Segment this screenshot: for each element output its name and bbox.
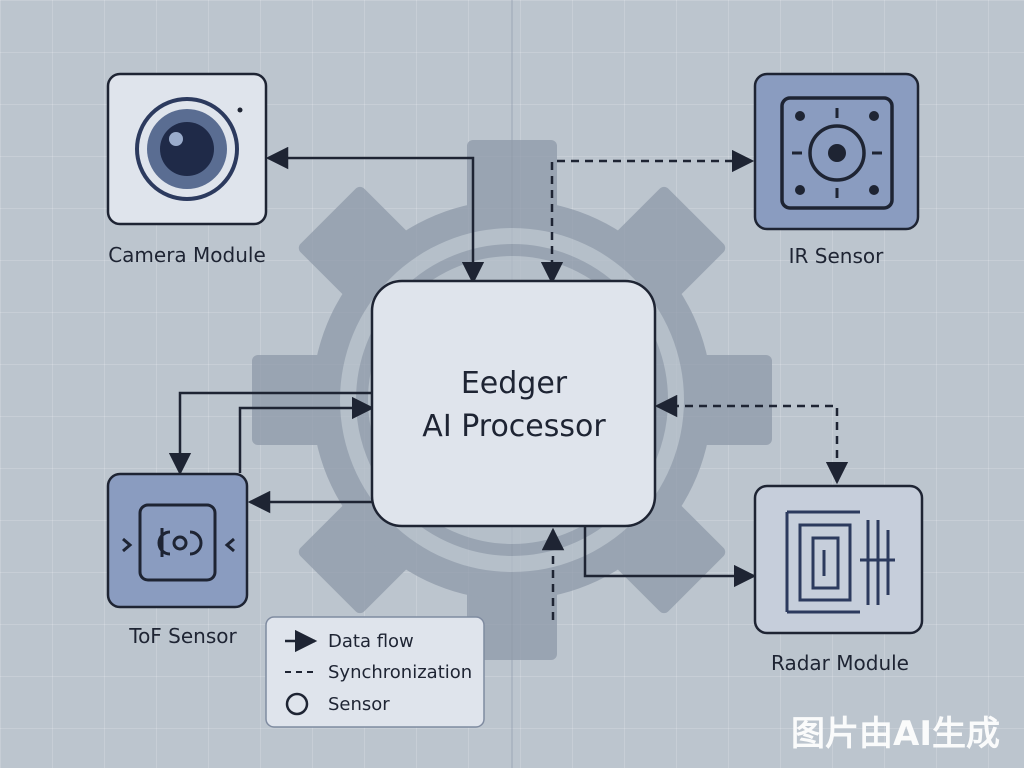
legend-sync-label: Synchronization	[328, 662, 472, 683]
tof-sensor-label: ToF Sensor	[128, 624, 237, 648]
radar-data-flow-arrow	[583, 527, 757, 588]
radar-antenna-icon	[785, 510, 895, 614]
ir-sensor-label: IR Sensor	[789, 244, 884, 268]
tof-sensor-icon	[122, 503, 235, 582]
legend-data-flow-label: Data flow	[328, 631, 414, 652]
ai-generated-watermark: 图片由AI生成	[791, 714, 1000, 754]
processor-title-line2: AI Processor	[422, 409, 606, 444]
ir-sensor-node[interactable]: IR Sensor	[753, 72, 920, 268]
legend-sensor-circle-icon	[285, 692, 309, 716]
tof-data-flow-arrow-down	[168, 391, 372, 476]
radar-module-label: Radar Module	[771, 651, 909, 675]
ir-sync-arrow	[540, 149, 755, 285]
tof-data-flow-arrow-up	[238, 396, 375, 473]
ir-sensor-icon	[780, 96, 894, 210]
legend: Data flow Synchronization Sensor	[265, 616, 485, 728]
ai-processor-node[interactable]: Eedger AI Processor	[370, 279, 657, 528]
radar-sync-arrow	[654, 394, 849, 485]
camera-lens-icon	[135, 97, 243, 201]
camera-module-node[interactable]: Camera Module	[106, 72, 268, 267]
legend-sensor-label: Sensor	[328, 694, 390, 715]
tof-sensor-node[interactable]: ToF Sensor	[106, 472, 249, 648]
camera-data-flow-arrow	[265, 146, 485, 285]
camera-module-label: Camera Module	[108, 243, 266, 267]
radar-module-node[interactable]: Radar Module	[753, 484, 924, 675]
connections	[168, 146, 849, 620]
processor-title-line1: Eedger	[461, 366, 568, 401]
